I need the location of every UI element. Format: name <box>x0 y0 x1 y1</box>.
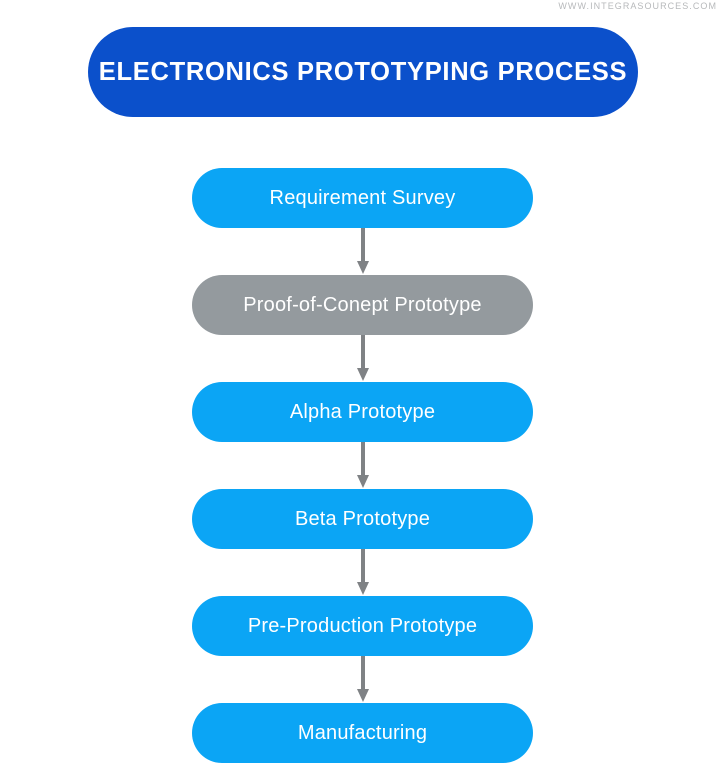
flow-node-label: Beta Prototype <box>294 507 431 530</box>
flow-node-manufacturing[interactable]: Manufacturing <box>192 703 533 763</box>
flow-node-requirement-survey[interactable]: Requirement Survey <box>192 168 533 228</box>
flow-node-beta-prototype[interactable]: Beta Prototype <box>192 489 533 549</box>
flow-node-label: Requirement Survey <box>269 186 456 209</box>
flow-arrow-4-to-5 <box>192 549 533 596</box>
flow-node-label: Pre-Production Prototype <box>247 614 478 637</box>
flow-arrow-2-to-3 <box>192 335 533 382</box>
flow-node-label: Manufacturing <box>297 721 428 744</box>
diagram-title-banner: ELECTRONICS PROTOTYPING PROCESS <box>88 27 638 117</box>
flow-arrow-5-to-6 <box>192 656 533 703</box>
flow-node-proof-of-concept-prototype[interactable]: Proof-of-Conept Prototype <box>192 275 533 335</box>
flow-node-alpha-prototype[interactable]: Alpha Prototype <box>192 382 533 442</box>
flow-arrow-1-to-2 <box>192 228 533 275</box>
flow-arrow-3-to-4 <box>192 442 533 489</box>
flowchart-node-list: Requirement Survey Proof-of-Conept Proto… <box>192 168 533 763</box>
page-title: ELECTRONICS PROTOTYPING PROCESS <box>98 57 628 86</box>
watermark-text: WWW.INTEGRASOURCES.COM <box>558 1 717 11</box>
flow-node-label: Proof-of-Conept Prototype <box>243 293 482 316</box>
flow-node-label: Alpha Prototype <box>289 400 436 423</box>
flow-node-pre-production-prototype[interactable]: Pre-Production Prototype <box>192 596 533 656</box>
